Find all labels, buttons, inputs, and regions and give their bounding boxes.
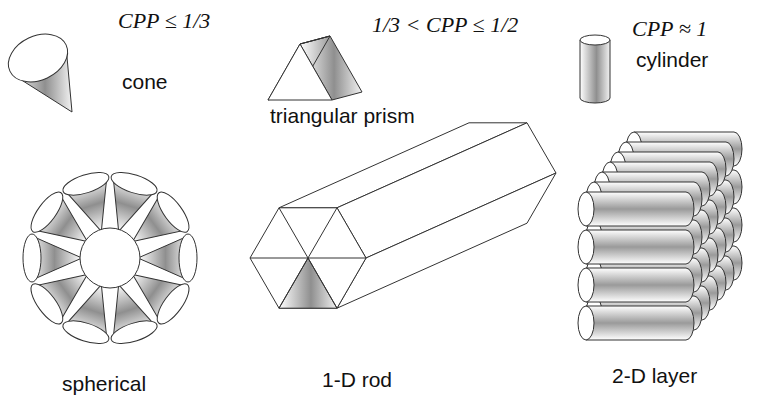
spherical-micelle: [23, 168, 197, 348]
hexagonal-rod: [250, 123, 556, 308]
shape-name: cone: [122, 70, 168, 94]
cylinder-layer: [578, 132, 742, 340]
cpp-value: CPP ≤ 1/3: [118, 8, 210, 33]
structure-name: 1-D rod: [322, 368, 392, 392]
structure-name: 2-D layer: [612, 364, 697, 388]
shape-name: cylinder: [636, 48, 708, 72]
cone-figure: [1, 25, 76, 112]
cpp-value: CPP ≈ 1: [632, 16, 707, 41]
structure-name: spherical: [62, 372, 146, 396]
cylinder-figure: [580, 35, 610, 103]
prism-figure: [268, 36, 362, 100]
shape-name: triangular prism: [270, 104, 415, 128]
cpp-value: 1/3 < CPP ≤ 1/2: [372, 12, 518, 37]
